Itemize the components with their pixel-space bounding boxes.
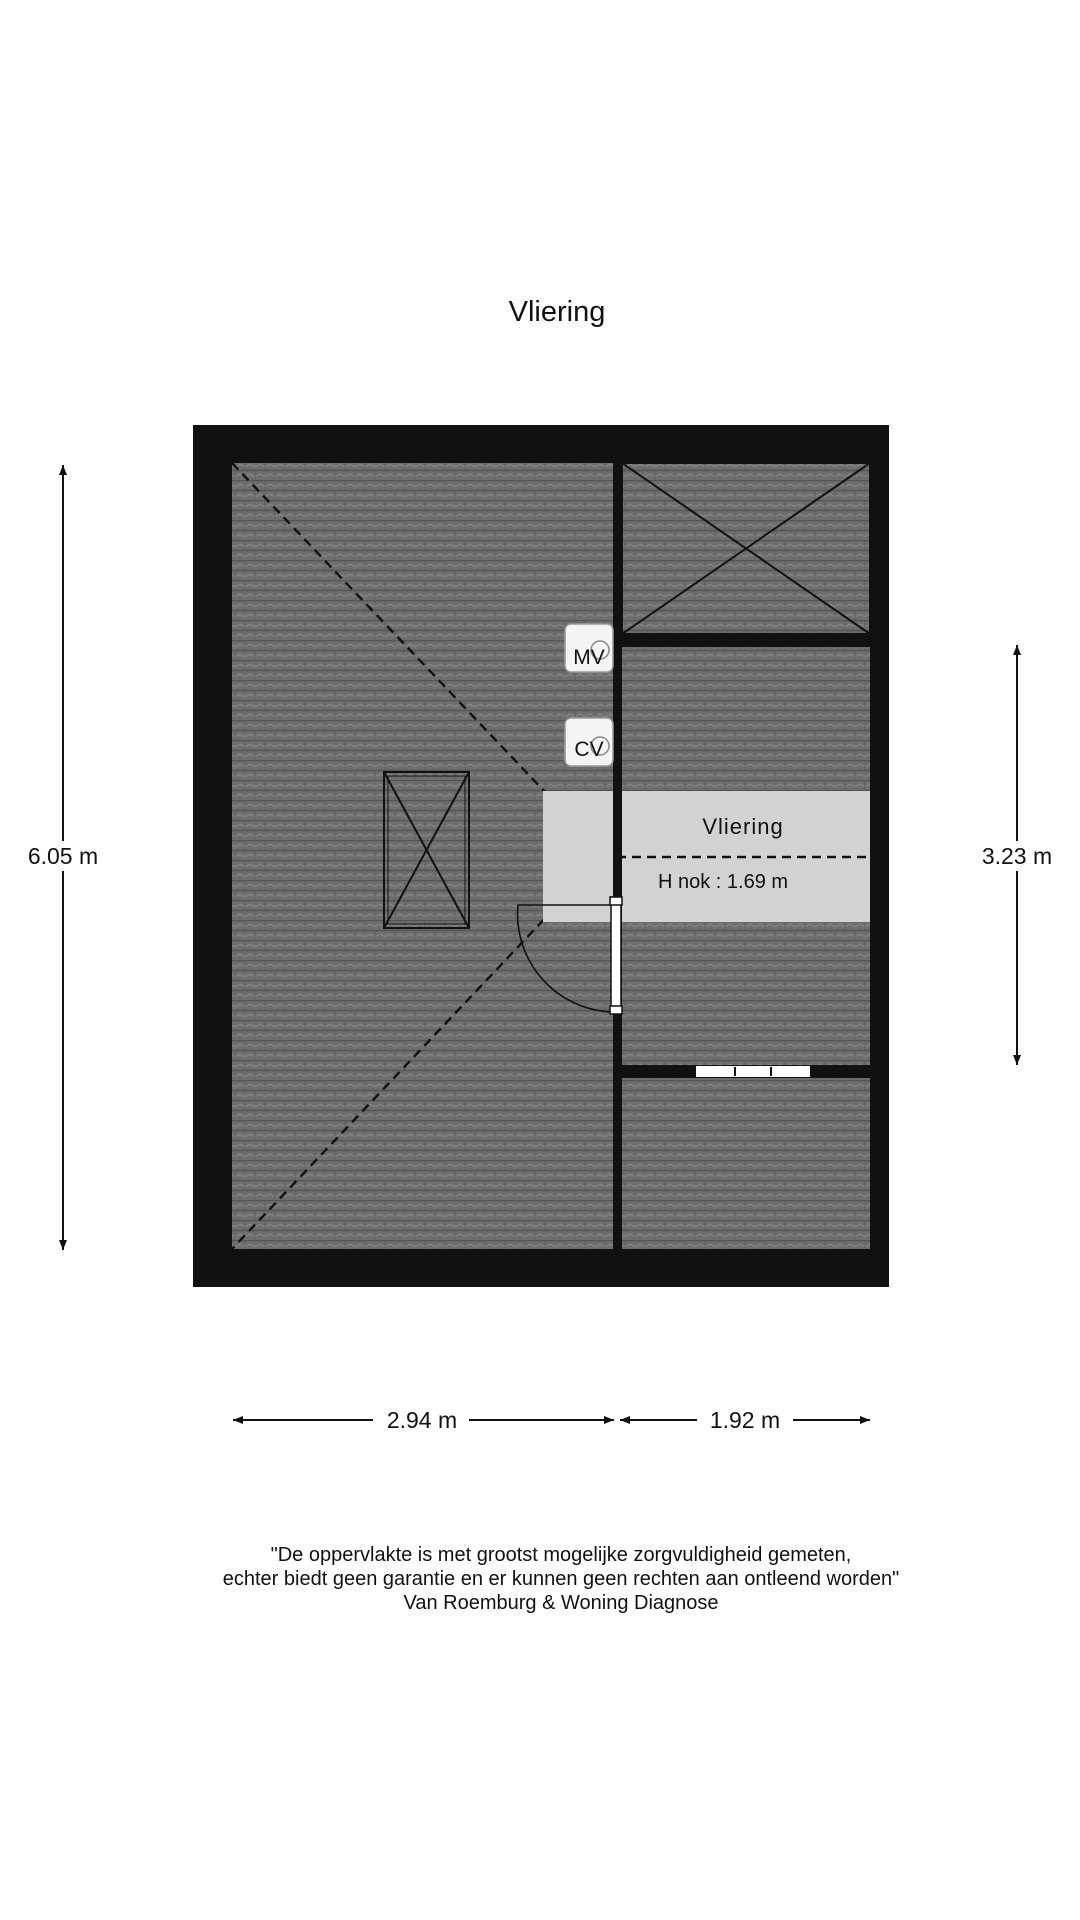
disclaimer-line-2: echter biedt geen garantie en er kunnen … (222, 1568, 900, 1590)
ventilation-label: MV (573, 646, 605, 669)
disclaimer-line-3: Van Roemburg & Woning Diagnose (403, 1592, 719, 1614)
disclaimer-line-1: "De oppervlakte is met grootst mogelijke… (270, 1544, 852, 1566)
room-depth-label: 3.23 m (982, 843, 1052, 869)
right-width-label: 1.92 m (710, 1407, 780, 1433)
storage-divider-wall (613, 634, 870, 647)
boiler-unit-icon: CV (564, 717, 614, 767)
total-depth-label: 6.05 m (28, 843, 98, 869)
left-width-label: 2.94 m (387, 1407, 457, 1433)
storage-cross-icon (621, 462, 871, 635)
door-icon (516, 896, 623, 1015)
boiler-label: CV (574, 738, 603, 761)
ventilation-unit-icon: MV (564, 623, 614, 673)
wall-opening (696, 1066, 810, 1077)
room-name-label: Vliering (702, 814, 783, 839)
central-wall (613, 463, 622, 1249)
room-height-label: H nok : 1.69 m (658, 871, 788, 893)
floor-title: Vliering (509, 296, 606, 328)
roof-window-icon (383, 771, 470, 929)
disclaimer-text: "De oppervlakte is met grootst mogelijke… (0, 1543, 1080, 1615)
